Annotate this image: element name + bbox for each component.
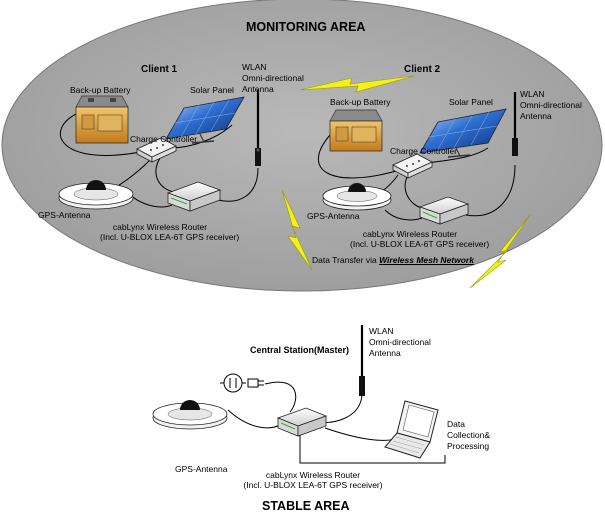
client2-wlan-line1: WLAN [520, 89, 545, 99]
client1-solar-label: Solar Panel [190, 85, 234, 95]
central-router-line1: cabLynx Wireless Router [265, 470, 361, 480]
client1-wlan-line3: Antenna [242, 84, 274, 94]
wlan-antenna-icon [255, 90, 261, 166]
client1-router-line2: (Incl. U-BLOX LEA-6T GPS receiver) [100, 232, 240, 242]
battery-icon [75, 95, 129, 144]
client2-solar-label: Solar Panel [449, 97, 493, 107]
client2-router-line2: (Incl. U-BLOX LEA-6T GPS receiver) [350, 239, 490, 249]
data-collection-line1: Data [447, 419, 465, 429]
solar-panel-icon [419, 108, 507, 158]
client1-gps-label: GPS-Antenna [38, 210, 91, 220]
lightning-bolt-icon [299, 75, 415, 93]
gps-antenna-icon [58, 180, 134, 210]
solar-panel-icon [165, 96, 245, 144]
client1-group [58, 90, 261, 212]
central-station-group [152, 325, 446, 464]
gps-antenna-icon [322, 183, 392, 211]
wireless-mesh-network-label: Wireless Mesh Network [379, 255, 474, 265]
wlan-antenna-icon [512, 92, 518, 156]
power-plug-icon [220, 373, 264, 393]
client1-battery-label: Back-up Battery [70, 85, 131, 95]
central-wlan-line2: Omni-directional [369, 337, 431, 347]
client2-gps-label: GPS-Antenna [307, 211, 360, 221]
client1-label: Client 1 [141, 64, 178, 75]
lightning-bolt-icon [281, 189, 313, 271]
router-icon [418, 196, 470, 225]
central-wlan-line3: Antenna [369, 348, 401, 358]
central-wlan-line1: WLAN [369, 326, 394, 336]
central-station-label: Central Station(Master) [250, 345, 350, 355]
wlan-antenna-icon [359, 325, 365, 396]
router-icon [276, 407, 328, 437]
client2-battery-label: Back-up Battery [330, 97, 391, 107]
client2-label: Client 2 [404, 64, 441, 75]
client2-charge-label: Charge Controller [390, 146, 458, 156]
data-collection-line2: Collection& [447, 430, 490, 440]
lightning-bolt-icon [469, 214, 531, 289]
client2-group [318, 92, 518, 225]
central-router-line2: (Incl. U-BLOX LEA-6T GPS receiver) [243, 480, 383, 490]
stable-area-title: STABLE AREA [262, 499, 350, 513]
monitoring-area-title: MONITORING AREA [246, 20, 366, 34]
battery-icon [329, 109, 383, 152]
gps-antenna-icon [152, 400, 228, 430]
client1-charge-label: Charge Controller [130, 134, 198, 144]
client2-wlan-line2: Omni-directional [520, 100, 582, 110]
central-gps-label: GPS-Antenna [175, 464, 228, 474]
charge-controller-icon [136, 137, 177, 163]
charge-controller-icon [392, 153, 433, 179]
laptop-icon [384, 400, 439, 459]
client2-router-line1: cabLynx Wireless Router [362, 229, 458, 239]
data-transfer-prefix: Data Transfer via [312, 255, 380, 265]
client1-router-line1: cabLynx Wireless Router [112, 222, 208, 232]
client1-wlan-line2: Omni-directional [242, 73, 304, 83]
data-collection-line3: Processing [447, 441, 490, 451]
router-icon [166, 181, 222, 212]
client2-wlan-line3: Antenna [520, 111, 552, 121]
data-transfer-label: Data Transfer via Wireless Mesh Network [312, 255, 474, 265]
client1-wlan-line1: WLAN [242, 62, 267, 72]
